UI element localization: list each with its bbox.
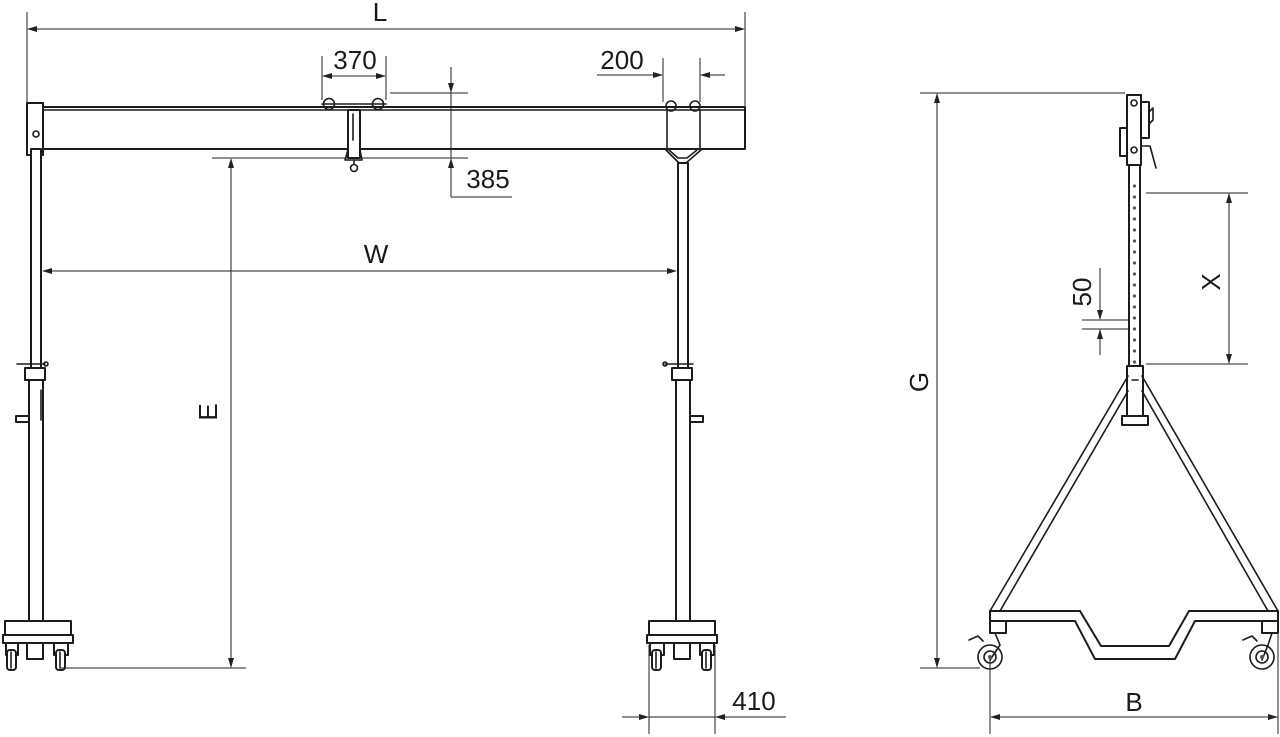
- side-view: G X 50 B: [904, 92, 1279, 734]
- dimension-lift-height: E: [60, 158, 246, 669]
- label-lift-height: E: [193, 403, 223, 420]
- dimension-overall-height: G: [904, 92, 1125, 669]
- dimension-height-adjust: X: [1146, 192, 1248, 365]
- dimension-span-width: W: [42, 239, 677, 274]
- label-overall-length: L: [373, 0, 387, 27]
- label-hole-pitch: 50: [1067, 278, 1097, 307]
- label-trolley-width: 370: [333, 45, 376, 75]
- label-span-width: W: [364, 239, 389, 269]
- side-a-frame: [989, 375, 1279, 612]
- side-base: [968, 610, 1279, 670]
- right-base: [646, 620, 718, 671]
- left-leg: [15, 148, 49, 623]
- label-base-depth: B: [1125, 687, 1142, 717]
- side-head: [1119, 94, 1157, 169]
- main-beam: [26, 102, 746, 156]
- label-beam-depth: 385: [466, 164, 509, 194]
- label-base-width: 410: [732, 686, 775, 716]
- right-leg: [662, 162, 704, 623]
- dimension-base-depth: B: [989, 634, 1279, 734]
- dimension-hole-pitch: 50: [1067, 268, 1129, 355]
- dimension-trolley-width: 370: [321, 45, 387, 100]
- side-column: [1121, 164, 1149, 426]
- left-base: [2, 620, 74, 671]
- front-view: L 370 200 385: [2, 0, 786, 734]
- label-overall-height: G: [904, 372, 934, 392]
- dimension-base-width: 410: [622, 645, 786, 734]
- dimension-overall-length: L: [26, 0, 746, 107]
- label-height-adjust: X: [1196, 273, 1226, 290]
- label-end-offset: 200: [600, 45, 643, 75]
- dimension-beam-depth: 385: [212, 67, 512, 198]
- dimension-end-offset: 200: [597, 45, 725, 102]
